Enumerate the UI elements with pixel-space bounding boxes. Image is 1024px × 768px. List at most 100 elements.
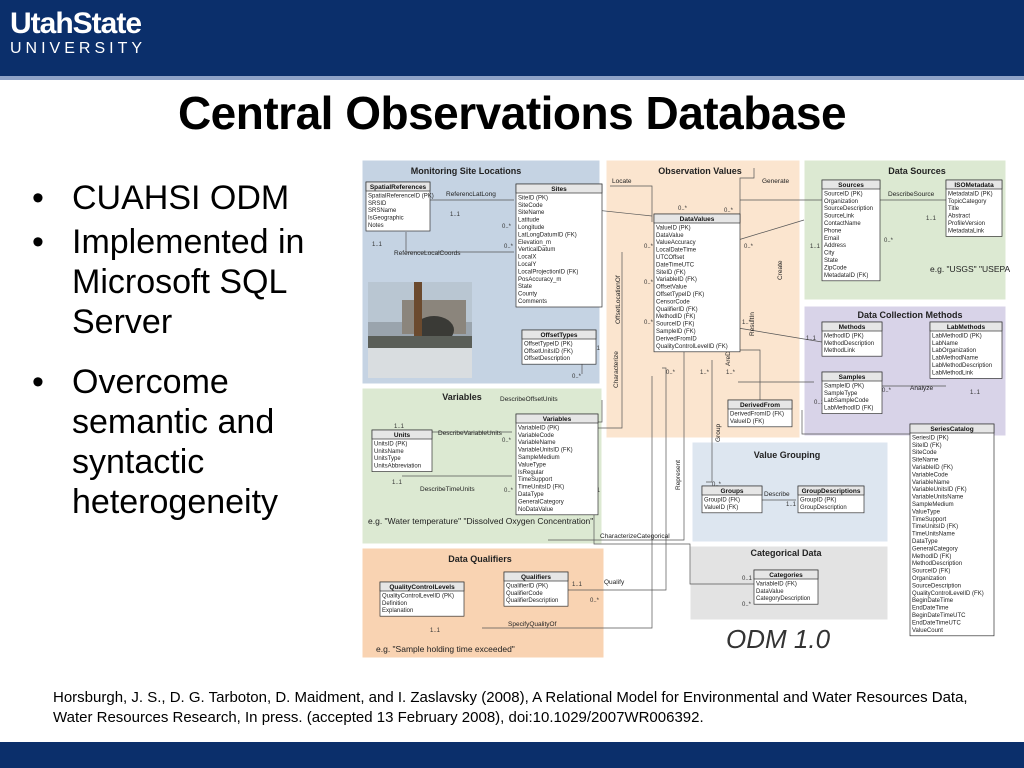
label-offset-location-of: OffsetLocationOf bbox=[615, 275, 622, 324]
table-field: LabMethodName bbox=[932, 356, 979, 362]
table-field: CensorCode bbox=[656, 299, 690, 305]
table-field: DerivedFromID (FK) bbox=[730, 411, 784, 417]
table-field: VariableUnitsName bbox=[912, 495, 964, 501]
table-field: VariableID (FK) bbox=[656, 277, 697, 283]
table-field: IsGeographic bbox=[368, 216, 404, 222]
table-field: DataType bbox=[518, 492, 544, 498]
table-field: SampleType bbox=[824, 391, 858, 397]
table-field: LocalDateTime bbox=[656, 248, 697, 254]
table-field: TimeSupport bbox=[518, 477, 552, 483]
table-field: ContactName bbox=[824, 221, 861, 227]
table-field: MethodID (FK) bbox=[656, 314, 695, 320]
table-header bbox=[379, 581, 465, 592]
table-field: VariableName bbox=[518, 440, 556, 446]
table-title: Variables bbox=[543, 416, 572, 423]
table-field: ValueCount bbox=[912, 628, 943, 634]
label-represent: Represent bbox=[675, 460, 682, 490]
table-header bbox=[653, 213, 741, 224]
table-header bbox=[945, 179, 1003, 190]
table-field: LabOrganization bbox=[932, 348, 976, 354]
table-field: VariableCode bbox=[518, 433, 555, 439]
table-field: ProfileVersion bbox=[948, 221, 985, 227]
table-field: SiteName bbox=[518, 210, 545, 216]
relation-labels: ReferencLatLong ReferenceLocalCoords Loc… bbox=[394, 178, 935, 628]
table-field: LocalProjectionID (FK) bbox=[518, 269, 578, 275]
card-label: 1..1 bbox=[806, 336, 817, 342]
table-field: Elevation_m bbox=[518, 240, 551, 246]
table-field: Notes bbox=[368, 223, 384, 229]
table-box bbox=[821, 179, 881, 282]
table-field: SourceID (FK) bbox=[912, 569, 950, 575]
table-field: ValueID (FK) bbox=[730, 419, 764, 425]
label-describe: Describe bbox=[764, 491, 790, 498]
table-header bbox=[821, 371, 883, 382]
table-title: Groups bbox=[720, 488, 743, 495]
table-field: City bbox=[824, 251, 834, 257]
table-field: EndDateTimeUTC bbox=[912, 620, 961, 626]
example-variables: e.g. "Water temperature" "Dissolved Oxyg… bbox=[368, 516, 593, 526]
table-field: Longitude bbox=[518, 225, 545, 231]
site-photo bbox=[368, 282, 472, 378]
table-field: ValueID (PK) bbox=[656, 225, 691, 231]
table-field: QualifierID (FK) bbox=[656, 307, 698, 313]
example-sources: e.g. "USGS" "USEPA" bbox=[930, 264, 1010, 274]
table-field: VariableCode bbox=[912, 472, 949, 478]
slide-title: Central Observations Database bbox=[177, 87, 847, 139]
university-logo: UtahState UNIVERSITY bbox=[10, 8, 160, 66]
citation-text: Horsburgh, J. S., D. G. Tarboton, D. Mai… bbox=[53, 689, 968, 726]
card-label: 0..* bbox=[712, 482, 722, 488]
table-field: OffsetTypeID (PK) bbox=[524, 341, 573, 347]
table-field: DataValue bbox=[756, 589, 784, 595]
label-characterize-categorical: CharacterizeCategorical bbox=[600, 533, 670, 540]
bullet-item: •Overcome semantic and syntactic heterog… bbox=[30, 362, 350, 522]
table-field: GroupID (FK) bbox=[704, 497, 740, 503]
table-field: SpatialReferenceID (PK) bbox=[368, 193, 434, 199]
table-field: SiteCode bbox=[912, 450, 937, 456]
table-field: MethodLink bbox=[824, 348, 856, 354]
card-label: 0..* bbox=[572, 374, 582, 380]
table-field: BeginDateTimeUTC bbox=[912, 613, 966, 619]
label-characterize: Characterize bbox=[613, 351, 620, 388]
table-field: SourceID (FK) bbox=[656, 322, 694, 328]
label-describe-source: DescribeSource bbox=[888, 191, 935, 198]
table-header bbox=[701, 485, 763, 496]
region-title-observation: Observation Values bbox=[658, 166, 742, 176]
table-header bbox=[503, 571, 569, 582]
region-title-sources: Data Sources bbox=[888, 166, 946, 176]
bullet-list: •CUAHSI ODM •Implemented in Microsoft SQ… bbox=[30, 178, 350, 526]
table-field: VariableID (FK) bbox=[912, 465, 953, 471]
table-field: GeneralCategory bbox=[518, 499, 564, 505]
card-label: 0..* bbox=[590, 598, 600, 604]
table-field: ValueID (FK) bbox=[704, 505, 738, 511]
table-title: DerivedFrom bbox=[740, 402, 780, 409]
table-field: State bbox=[824, 258, 839, 264]
table-field: DataType bbox=[912, 539, 938, 545]
table-field: VariableUnitsID (FK) bbox=[518, 448, 573, 454]
table-field: VariableName bbox=[912, 480, 950, 486]
bullet-item: •Implemented in Microsoft SQL Server bbox=[30, 222, 350, 342]
card-label: 0..* bbox=[666, 370, 676, 376]
card-label: 1..1 bbox=[392, 480, 403, 486]
table-box bbox=[909, 423, 995, 637]
table-field: VerticalDatum bbox=[518, 247, 555, 253]
bullet-text: Overcome semantic and syntactic heteroge… bbox=[72, 363, 279, 521]
card-label: 0..* bbox=[678, 206, 688, 212]
card-label: 0..1 bbox=[742, 576, 753, 582]
region-title-monitoring: Monitoring Site Locations bbox=[411, 166, 522, 176]
table-header bbox=[521, 329, 597, 340]
card-label: 1..1 bbox=[810, 244, 821, 250]
table-field: LabMethodID (PK) bbox=[932, 333, 982, 339]
table-field: SiteID (FK) bbox=[912, 443, 942, 449]
card-label: 1..* bbox=[726, 370, 736, 376]
table-field: SourceID (PK) bbox=[824, 191, 863, 197]
table-title: Units bbox=[394, 432, 411, 439]
card-label: 1..1 bbox=[970, 390, 981, 396]
header-bar: UtahState UNIVERSITY bbox=[0, 0, 1024, 76]
table-box bbox=[515, 413, 599, 516]
